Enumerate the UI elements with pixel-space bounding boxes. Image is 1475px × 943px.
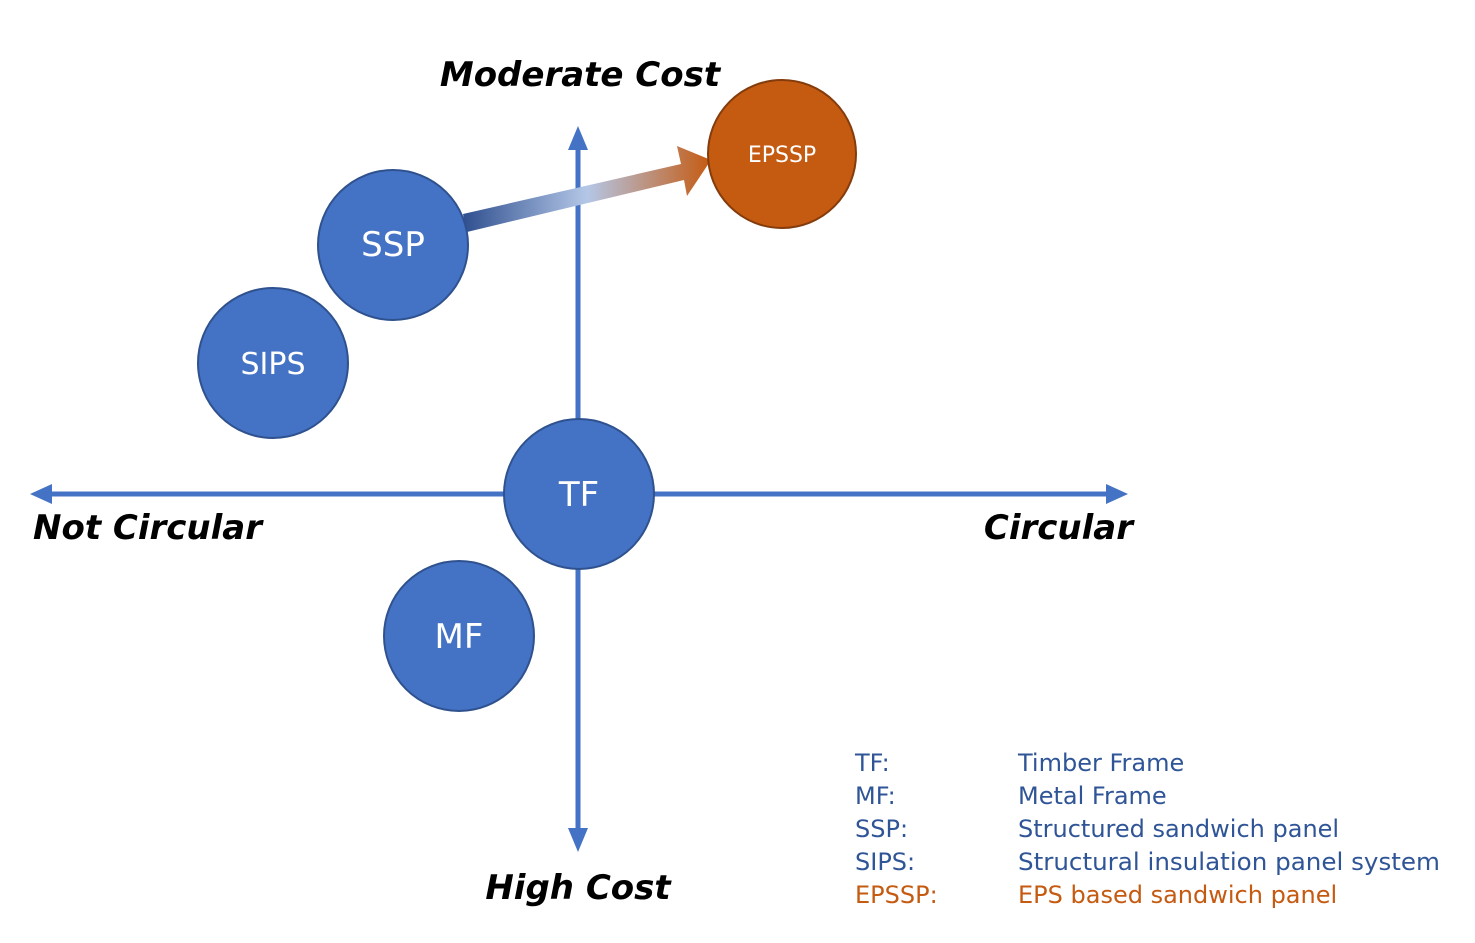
axis-label-left: Not Circular [33,508,264,548]
bottom-arrowhead [568,828,588,852]
legend-desc: Structural insulation panel system [1018,848,1440,876]
legend-item: SSP: Structured sandwich panel [855,815,1339,843]
node-tf-label: TF [558,475,599,515]
node-mf: MF [383,560,535,712]
legend-abbr: SSP: [855,815,908,843]
right-arrowhead [1106,484,1128,504]
node-epssp-label: EPSSP [748,143,816,168]
axis-label-bottom: High Cost [485,868,672,908]
node-mf-label: MF [435,617,484,657]
node-ssp-label: SSP [361,225,425,265]
legend-desc: Structured sandwich panel [1018,815,1339,843]
legend-desc: EPS based sandwich panel [1018,881,1337,909]
node-sips-label: SIPS [240,347,305,382]
legend-item: TF: Timber Frame [854,749,1184,777]
node-ssp: SSP [317,169,469,321]
legend-abbr: SIPS: [855,848,915,876]
legend-desc: Timber Frame [1017,749,1184,777]
legend-desc: Metal Frame [1018,782,1167,810]
legend-item: SIPS: Structural insulation panel system [855,848,1440,876]
legend-item: MF: Metal Frame [855,782,1167,810]
legend-abbr: TF: [854,749,890,777]
legend: TF: Timber Frame MF: Metal Frame SSP: St… [854,749,1440,909]
axis-label-top: Moderate Cost [440,55,722,95]
top-arrowhead [568,126,588,150]
left-arrowhead [30,484,52,504]
legend-abbr: EPSSP: [855,881,938,909]
legend-item: EPSSP: EPS based sandwich panel [855,881,1337,909]
axis-label-right: Circular [984,508,1135,548]
legend-abbr: MF: [855,782,896,810]
node-epssp: EPSSP [707,79,857,229]
node-tf: TF [503,418,655,570]
node-sips: SIPS [197,287,349,439]
transition-arrow [463,146,711,232]
